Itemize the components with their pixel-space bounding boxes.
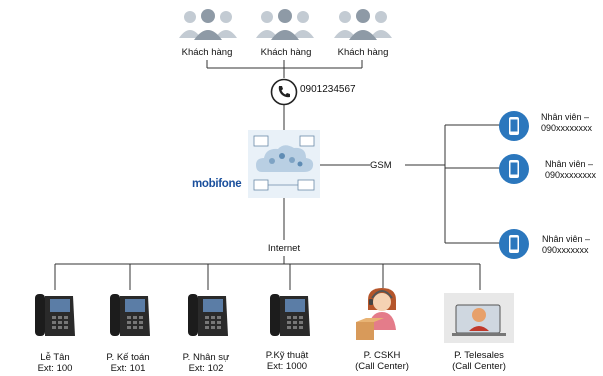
desk-phone-icon <box>110 294 150 336</box>
department-label: P. Kế toán Ext: 101 <box>106 352 149 374</box>
department-name: Lễ Tân <box>40 352 70 363</box>
department-label: P. CSKH (Call Center) <box>355 350 409 372</box>
department-label: P. Nhân sự Ext: 102 <box>183 352 230 374</box>
department-name: P. CSKH <box>363 350 401 361</box>
department-name: P. Kế toán <box>106 352 150 363</box>
desk-phone-icon <box>188 294 228 336</box>
department-name: P. Nhân sự <box>182 352 230 363</box>
customer-label: Khách hàng <box>181 47 233 58</box>
department-ext: Ext: 102 <box>188 363 224 374</box>
brand-text: mobifone <box>192 178 242 190</box>
customer-label: Khách hàng <box>337 47 389 58</box>
department-name: P. Telesales <box>454 350 504 361</box>
department-label: Lễ Tân Ext: 100 <box>38 352 73 374</box>
gsm-label: GSM <box>370 160 392 171</box>
staff-label: Nhân viên –090xxxxxxxx <box>545 159 597 180</box>
customer-group-icon <box>256 9 314 40</box>
department-ext: Ext: 1000 <box>266 361 308 372</box>
telephone-icon <box>270 78 298 106</box>
department-label: P. Telesales (Call Center) <box>452 350 506 372</box>
department-ext: Ext: 100 <box>37 363 73 374</box>
desk-phone-icon <box>270 294 310 336</box>
hotline-number: 0901234567 <box>300 84 356 95</box>
customer-group-icon <box>179 9 237 40</box>
mobifone-logo: mobifone <box>192 178 242 190</box>
customer-group-icon <box>334 9 392 40</box>
call-center-agent-icon <box>356 288 396 340</box>
cloud-pbx-icon <box>248 130 320 198</box>
mobile-phone-icon <box>499 229 529 259</box>
department-name: P.Kỹ thuật <box>265 350 309 361</box>
department-ext: (Call Center) <box>355 361 409 372</box>
department-label: P.Kỹ thuật Ext: 1000 <box>266 350 309 372</box>
desk-phone-icon <box>35 294 75 336</box>
staff-label: Nhân viên –090xxxxxxx <box>542 234 591 255</box>
internet-label: Internet <box>267 243 301 254</box>
department-ext: Ext: 101 <box>110 363 146 374</box>
customer-label: Khách hàng <box>260 47 312 58</box>
staff-label: Nhân viên –090xxxxxxxx <box>541 112 593 133</box>
department-ext: (Call Center) <box>452 361 506 372</box>
mobile-phone-icon <box>499 154 529 184</box>
telesales-icon <box>444 293 514 343</box>
mobile-phone-icon <box>499 111 529 141</box>
